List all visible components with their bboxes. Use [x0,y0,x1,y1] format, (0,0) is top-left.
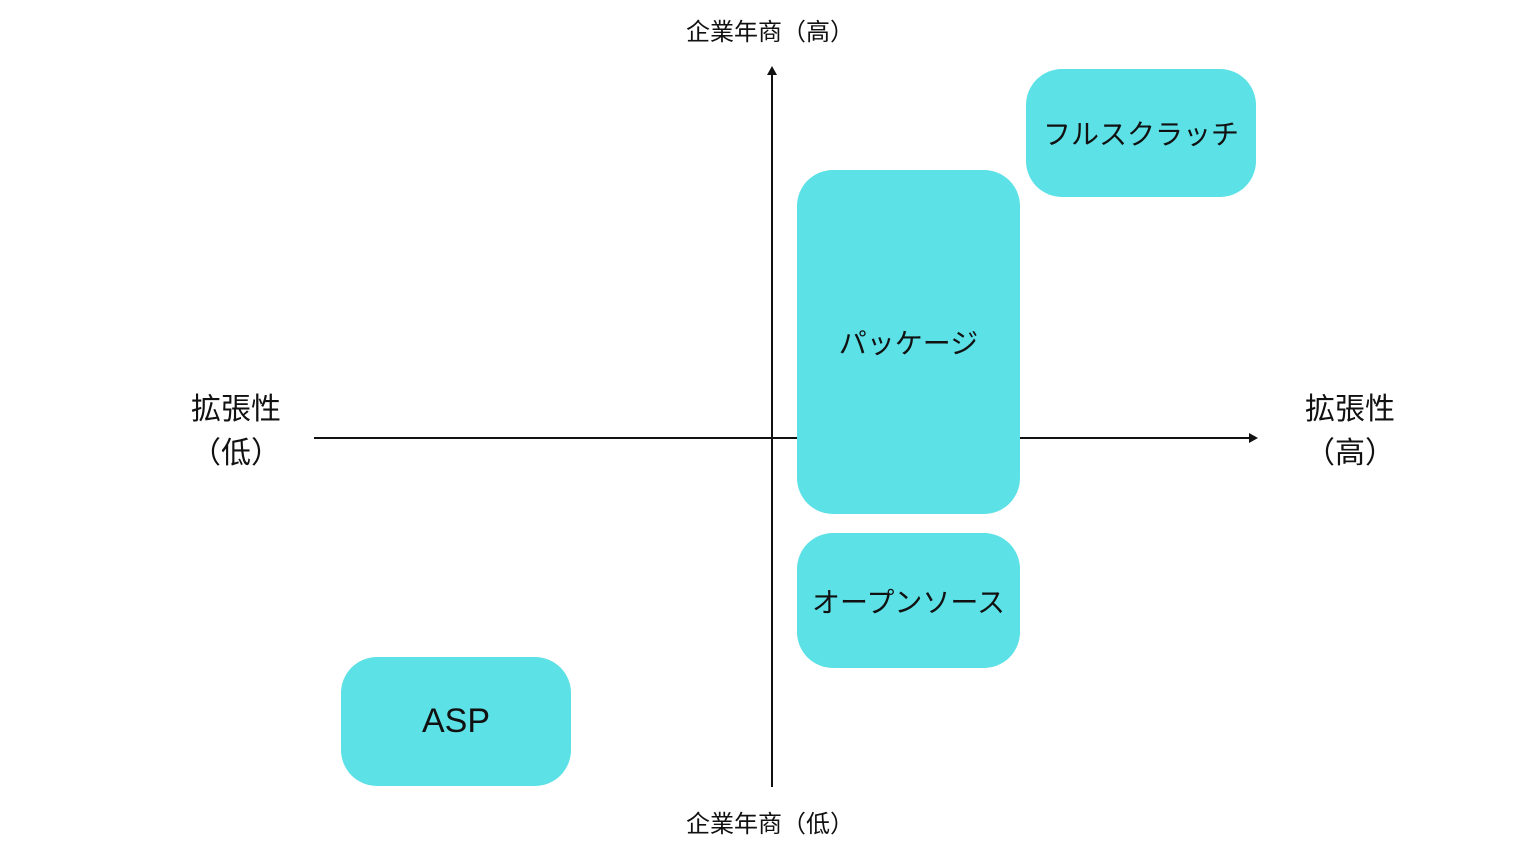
asp-label: ASP [421,702,491,740]
asp-box: ASP [341,657,571,786]
vertical-axis-arrowhead [767,66,777,75]
fullscratch-box: フルスクラッチ [1026,69,1256,197]
axis-label-left-line-1: 拡張性 [191,392,281,427]
package-label: パッケージ [838,327,979,360]
horizontal-axis-arrowhead [1249,433,1258,443]
axis-label-bottom: 企業年商（低） [686,810,854,838]
fullscratch-label: フルスクラッチ [1042,118,1239,151]
opensource-label: オープンソース [812,585,1005,619]
axis-label-right-line-2: （高） [1305,435,1395,471]
package-box: パッケージ [797,170,1020,514]
axis-label-right-line-1: 拡張性 [1305,392,1395,427]
axis-label-left-line-2: （低） [191,435,281,471]
opensource-box: オープンソース [797,533,1020,668]
axis-label-right: 拡張性 （高） [1270,388,1430,475]
axis-label-top: 企業年商（高） [686,18,854,46]
axis-label-left: 拡張性 （低） [156,388,316,475]
